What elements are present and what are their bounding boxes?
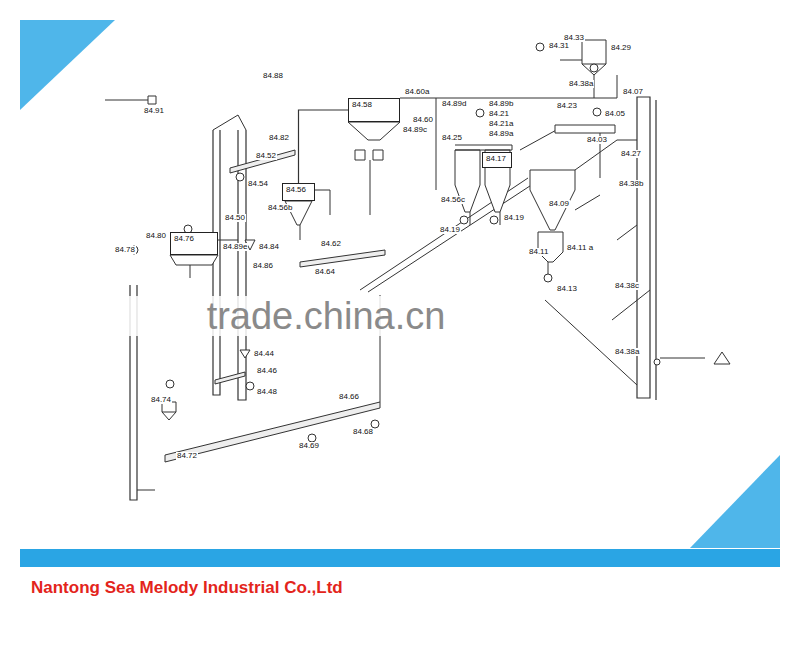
- motor-symbol: [308, 434, 316, 442]
- callout-number: 84.82: [268, 134, 290, 142]
- callout-number: 84.89a: [488, 130, 514, 138]
- callout-number: 84.38b: [618, 180, 644, 188]
- equipment-number: 84.58: [349, 99, 399, 109]
- material-pipe: [299, 110, 349, 183]
- callout-number: 84.91: [143, 107, 165, 115]
- callout-number: 84.19: [503, 214, 525, 222]
- callout-number: 84.21a: [488, 120, 514, 128]
- callout-number: 84.38a: [568, 80, 594, 88]
- watermark: trade.china.cn: [110, 296, 542, 336]
- pipe-line: [105, 60, 705, 402]
- equipment-box: 84.17: [482, 152, 512, 168]
- outlet-symbol: [714, 352, 730, 364]
- callout-number: 84.89d: [441, 100, 467, 108]
- callout-number: 84.05: [604, 110, 626, 118]
- callout-number: 84.29: [610, 44, 632, 52]
- equipment-box: 84.56: [282, 183, 315, 201]
- callout-number: 84.80: [145, 232, 167, 240]
- callout-number: 84.48: [256, 388, 278, 396]
- callout-number: 84.09: [548, 200, 570, 208]
- corner-triangle: [20, 20, 115, 110]
- callout-number: 84.60: [412, 116, 434, 124]
- callout-number: 84.89e: [222, 243, 248, 251]
- equipment-box: 84.76: [170, 232, 218, 255]
- motor-symbol: [460, 216, 468, 224]
- callout-number: 84.19: [439, 226, 461, 234]
- equipment-box: 84.58: [348, 98, 400, 122]
- motor-symbol: [130, 43, 660, 442]
- callout-number: 84.23: [556, 102, 578, 110]
- callout-number: 84.52: [255, 152, 277, 160]
- callout-number: 84.11 a: [566, 244, 594, 252]
- motor-symbol: [236, 173, 244, 181]
- callout-number: 84.11: [528, 248, 549, 256]
- callout-number: 84.38a: [614, 348, 640, 356]
- equipment-vessel: [148, 40, 615, 420]
- callout-number: 84.60a: [404, 88, 430, 96]
- callout-number: 84.66: [338, 393, 360, 401]
- callout-number: 84.88: [262, 72, 284, 80]
- motor-symbol: [654, 359, 660, 365]
- callout-number: 84.68: [352, 428, 374, 436]
- callout-number: 84.69: [298, 442, 320, 450]
- callout-number: 84.50: [224, 214, 246, 222]
- callout-number: 84.44: [253, 350, 275, 358]
- callout-number: 84.89c: [402, 126, 428, 134]
- callout-number: 84.86: [252, 262, 274, 270]
- callout-number: 84.07: [622, 88, 644, 96]
- callout-number: 84.25: [441, 134, 463, 142]
- motor-symbol: [593, 108, 601, 116]
- callout-number: 84.84: [258, 243, 280, 251]
- callout-number: 84.03: [586, 136, 608, 144]
- footer-bar: [20, 549, 780, 567]
- callout-number: 84.72: [176, 452, 198, 460]
- motor-symbol: [590, 64, 598, 72]
- company-name: Nantong Sea Melody Industrial Co.,Ltd: [30, 578, 344, 598]
- callout-number: 84.56b: [267, 204, 293, 212]
- equipment-number: 84.17: [483, 153, 511, 163]
- motor-symbol: [371, 420, 379, 428]
- motor-symbol: [166, 380, 174, 388]
- callout-number: 84.38c: [614, 282, 640, 290]
- equipment-number: 84.76: [171, 233, 217, 243]
- callout-number: 84.78: [114, 246, 136, 254]
- callout-number: 84.13: [556, 285, 578, 293]
- motor-symbol: [246, 382, 254, 390]
- motor-symbol: [536, 43, 544, 51]
- callout-number: 84.54: [247, 180, 269, 188]
- motor-symbol: [476, 109, 484, 117]
- corner-triangle: [690, 455, 780, 548]
- callout-number: 84.46: [256, 367, 278, 375]
- callout-number: 84.64: [314, 268, 336, 276]
- callout-number: 84.62: [320, 240, 342, 248]
- motor-symbol: [544, 274, 552, 282]
- equipment-number: 84.56: [283, 184, 314, 194]
- callout-number: 84.33: [563, 34, 585, 42]
- callout-number: 84.56c: [440, 196, 466, 204]
- callout-number: 84.21: [488, 110, 510, 118]
- motor-symbol: [490, 216, 498, 224]
- callout-number: 84.74: [150, 396, 172, 404]
- callout-number: 84.27: [620, 150, 642, 158]
- callout-number: 84.31: [548, 42, 570, 50]
- callout-number: 84.89b: [488, 100, 514, 108]
